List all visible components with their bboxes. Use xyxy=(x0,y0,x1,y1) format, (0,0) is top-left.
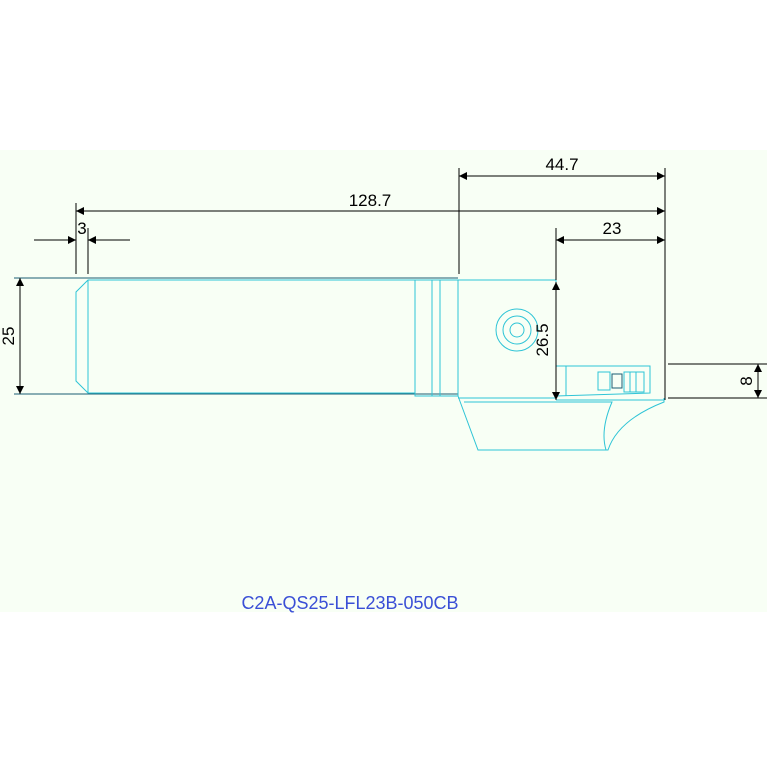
dimension-lines xyxy=(16,168,767,400)
dim-width-8: 8 xyxy=(737,376,756,385)
clamp-screw-socket xyxy=(509,322,525,338)
dim-chamfer-3: 3 xyxy=(77,219,86,238)
dim-height-26-5: 26.5 xyxy=(533,323,552,356)
dim-shank-height: 25 xyxy=(0,327,18,346)
clamp-screw-outer xyxy=(495,308,539,352)
insert xyxy=(597,371,645,393)
lower-skirt xyxy=(457,395,665,451)
drawing-background xyxy=(0,150,767,612)
clamp-screw-inner xyxy=(502,315,532,345)
part-number-label: C2A-QS25-LFL23B-050CB xyxy=(241,593,458,613)
tool-holder-outline xyxy=(14,277,665,451)
lower-skirt-inner xyxy=(464,401,613,451)
dim-offset-23: 23 xyxy=(603,219,622,238)
dim-head-length: 44.7 xyxy=(545,155,578,174)
dim-overall-length: 128.7 xyxy=(349,191,392,210)
